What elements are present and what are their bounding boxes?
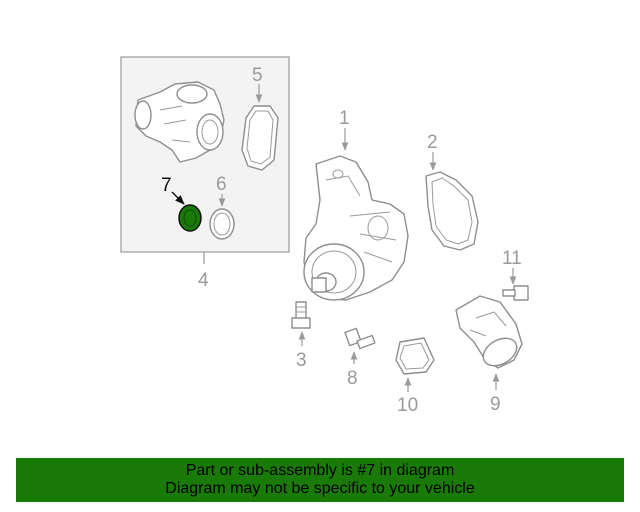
callout-9: 9 (490, 394, 501, 415)
callout-11: 11 (502, 248, 522, 269)
callout-7: 7 (161, 175, 172, 196)
thermostat-housing (134, 81, 225, 163)
bolt-3 (291, 301, 311, 329)
parts-diagram: 5 6 7 4 1 2 3 (120, 56, 529, 416)
o-ring-6 (209, 208, 235, 240)
callout-2: 2 (427, 132, 438, 153)
footer-line-2: Diagram may not be specific to your vehi… (165, 480, 475, 497)
callout-4: 4 (198, 270, 209, 291)
callout-10: 10 (397, 395, 418, 416)
seal-7-highlighted (178, 204, 202, 232)
callout-1: 1 (339, 108, 350, 129)
sensor-11 (502, 285, 529, 301)
bolt-8 (344, 327, 376, 350)
gasket-5 (241, 105, 279, 171)
water-pump (303, 155, 409, 301)
footer-banner: Part or sub-assembly is #7 in diagram Di… (16, 458, 624, 502)
housing-9 (455, 295, 523, 369)
gasket-10 (395, 337, 435, 375)
callout-5: 5 (252, 65, 263, 86)
gasket-2 (425, 171, 479, 251)
callout-8: 8 (347, 368, 358, 389)
footer-line-1: Part or sub-assembly is #7 in diagram (185, 462, 455, 479)
callout-6: 6 (216, 174, 227, 195)
callout-3: 3 (296, 350, 307, 371)
